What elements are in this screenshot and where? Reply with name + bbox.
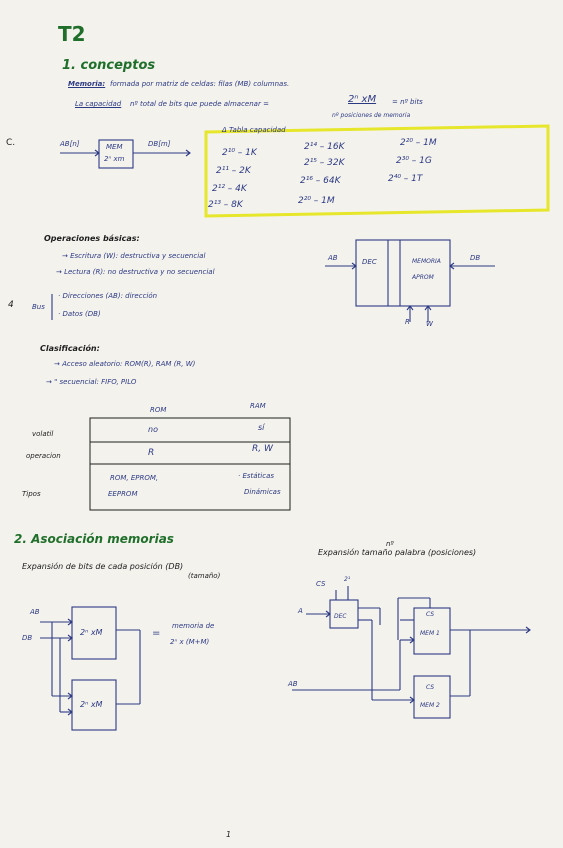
op-db-label: DB (470, 254, 481, 262)
page-title: T2 (58, 22, 86, 46)
bits-expansion-diagram (40, 606, 141, 731)
margin-mark-c: C. (6, 138, 16, 148)
words-cs1-label: CS (426, 611, 435, 618)
words-a-label: A (298, 607, 303, 615)
op-ab-label: AB (328, 254, 338, 262)
tabla-entry: 2¹⁰ – 1K (222, 148, 257, 158)
cell-ram-tipos-2: Dinámicas (244, 488, 281, 496)
tabla-entry: 2²⁰ – 1M (298, 196, 335, 206)
capacidad-bits: = nº bits (392, 98, 423, 106)
clasificacion-heading: Clasificación: (40, 344, 100, 353)
row-header-volatil: volatil (32, 430, 54, 438)
words-mem1-label: MEM 1 (420, 630, 440, 637)
op-dec-label: DEC (362, 258, 377, 266)
operaciones-escritura: → Escritura (W): destructiva y secuencia… (62, 252, 206, 260)
tabla-entry: 2¹¹ – 2K (216, 166, 251, 176)
memoria-term: Memoria: (68, 80, 106, 88)
capacidad-posiciones: nº posiciones de memoria (332, 112, 411, 119)
exp-words-heading: Expansión tamaño palabra (posiciones) (318, 548, 477, 557)
cell-ram-operacion: R, W (252, 444, 273, 454)
tabla-entry: 2¹⁶ – 64K (300, 176, 341, 186)
mem-ab-label: AB[n] (60, 140, 80, 148)
tabla-entry: 2²⁰ – 1M (400, 138, 437, 148)
bits-ab-label: AB (30, 608, 40, 616)
cell-ram-tipos-1: · Estáticas (238, 472, 275, 480)
bits-equals: = (152, 628, 161, 639)
cell-rom-operacion: R (148, 448, 155, 458)
page-number: 1 (226, 830, 232, 839)
mem-db-label: DB[m] (148, 140, 171, 148)
capacidad-formula: 2ⁿ xM (348, 94, 377, 105)
bits-result-2: 2ⁿ x (M+M) (170, 638, 210, 646)
cell-ram-volatil: sí (258, 423, 265, 432)
words-dec-label: DEC (334, 613, 347, 620)
bits-result-1: memoria de (172, 622, 215, 630)
cell-rom-tipos-2: EEPROM (108, 490, 138, 498)
mem-block-diagram (60, 139, 191, 169)
bits-block-2: 2ⁿ xM (80, 700, 103, 709)
bits-block-1: 2ⁿ xM (80, 628, 103, 637)
tabla-entry: 2¹² – 4K (212, 184, 247, 194)
col-header-rom: ROM (150, 406, 167, 414)
words-two-label: 2¹ (344, 576, 351, 583)
tabla-entry: 2¹⁴ – 16K (304, 142, 345, 152)
col-header-ram: RAM (250, 402, 266, 410)
op-w-label: W (426, 320, 433, 328)
tabla-capacidad-box (204, 124, 550, 218)
cell-rom-tipos-1: ROM, EPROM, (110, 474, 159, 482)
bus-label: Bus (32, 303, 45, 311)
section-1-heading: 1. conceptos (62, 58, 156, 73)
clasificacion-line-1: → Acceso aleatorio: ROM(R), RAM (R, W) (54, 360, 196, 368)
op-diagram (51, 239, 495, 322)
tabla-entry: 2³⁰ – 1G (396, 156, 432, 166)
words-cs-label: CS (316, 580, 326, 588)
words-cs2-label: CS (426, 684, 435, 691)
margin-mark-four: 4 (8, 300, 14, 310)
row-header-operacion: operacion (26, 452, 61, 460)
bus-datos: · Datos (DB) (58, 310, 101, 318)
op-mem-top: MEMORIA (412, 258, 441, 265)
op-r-label: R (405, 318, 410, 326)
row-header-tipos: Tipos (22, 490, 41, 498)
mem-label-top: MEM (106, 143, 123, 151)
tabla-entry: 2¹³ – 8K (208, 200, 243, 210)
section-2-heading: 2. Asociación memorias (14, 532, 174, 546)
capacidad-definition: nº total de bits que puede almacenar = (130, 100, 269, 108)
tabla-entry: 2⁴⁰ – 1T (388, 174, 423, 184)
operaciones-heading: Operaciones básicas: (44, 234, 140, 243)
words-mem2-label: MEM 2 (420, 702, 440, 709)
memoria-definition: formada por matriz de celdas: filas (MB)… (110, 80, 290, 88)
op-mem-bottom: APROM (412, 274, 434, 281)
capacidad-term: La capacidad (75, 100, 122, 108)
tabla-entry: 2¹⁵ – 32K (304, 158, 345, 168)
exp-bits-sub: (tamaño) (188, 572, 221, 580)
comparison-table-lines (89, 417, 291, 511)
words-expansion-diagram (292, 586, 531, 719)
exp-words-n: nº (386, 540, 394, 548)
bus-direcciones: · Direcciones (AB): dirección (58, 292, 158, 300)
clasificacion-line-2: → " secuencial: FIFO, PILO (46, 378, 137, 386)
tabla-title: Δ Tabla capacidad (222, 126, 286, 134)
bits-db-label: DB (22, 634, 33, 642)
exp-bits-heading: Expansión de bits de cada posición (DB) (22, 562, 184, 571)
cell-rom-volatil: no (148, 425, 158, 434)
words-ab-label: AB (288, 680, 298, 688)
mem-label-bottom: 2ⁿ xm (104, 155, 125, 163)
operaciones-lectura: → Lectura (R): no destructiva y no secue… (56, 268, 215, 276)
